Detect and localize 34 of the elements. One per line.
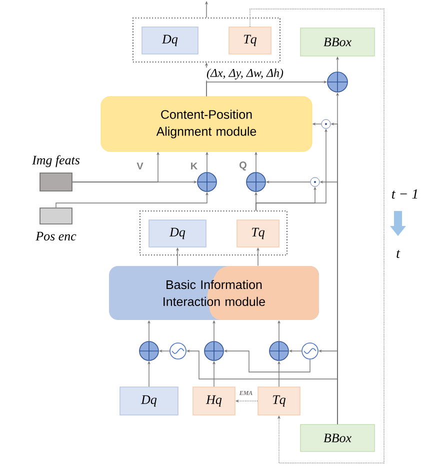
- edge-label: K: [189, 162, 199, 170]
- dotted-group-box: [140, 210, 288, 256]
- query-box: Tq: [258, 386, 300, 416]
- add-circle: [246, 172, 266, 192]
- multiply-circle: [321, 119, 331, 129]
- multiply-circle: [310, 177, 320, 187]
- bbox-box: BBox: [300, 424, 375, 452]
- edge-label: V: [136, 162, 144, 170]
- sine-circle: [170, 342, 186, 360]
- edge-label: (Δx, Δy, Δw, Δh): [206, 68, 284, 80]
- query-box: Hq: [192, 386, 236, 416]
- node-label: Pos enc: [36, 232, 76, 241]
- add-circle: [197, 172, 217, 192]
- query-box: Dq: [142, 26, 198, 54]
- add-circle: [327, 72, 348, 92]
- add-circle: [204, 341, 224, 361]
- query-box: Dq: [148, 220, 206, 248]
- edge-label: Q: [238, 160, 248, 172]
- sine-circle: [302, 342, 318, 360]
- node-label: Img feats: [32, 155, 80, 168]
- query-box: Tq: [228, 26, 272, 54]
- query-box: Tq: [236, 220, 280, 248]
- feature-block: Img feats: [32, 155, 80, 192]
- module-box: Basic Information Interaction module: [109, 266, 319, 320]
- dotted-group-box: [132, 18, 280, 62]
- time-label: t: [396, 250, 400, 258]
- bbox-box: BBox: [300, 28, 375, 56]
- time-label: t − 1: [392, 189, 418, 199]
- add-circle: [139, 341, 159, 361]
- arrow: [250, 8, 384, 464]
- add-circle: [269, 341, 289, 361]
- module-box: Content-Position Alignment module: [100, 96, 312, 152]
- query-box: Dq: [120, 386, 178, 416]
- encoding-block: Pos enc: [36, 208, 76, 241]
